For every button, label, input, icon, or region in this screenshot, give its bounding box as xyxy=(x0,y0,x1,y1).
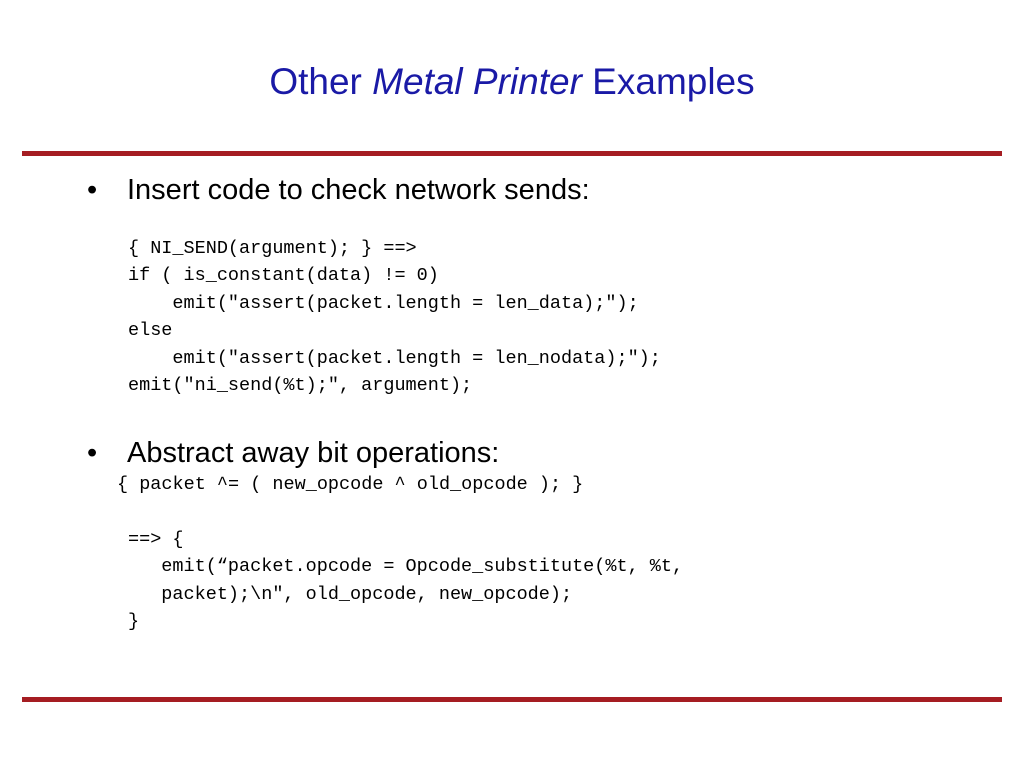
bottom-divider xyxy=(22,697,1002,702)
code-line: { NI_SEND(argument); } ==> xyxy=(128,237,417,259)
code-block-2b: ==> { emit(“packet.opcode = Opcode_subst… xyxy=(128,498,683,636)
title-suffix: Examples xyxy=(581,61,755,102)
code-line: emit("assert(packet.length = len_data);"… xyxy=(128,292,639,314)
code-line: } xyxy=(128,611,140,632)
slide-title: Other Metal Printer Examples xyxy=(0,58,1024,106)
code-line: packet);\n", old_opcode, new_opcode); xyxy=(128,583,573,605)
bullet-1-text: Insert code to check network sends: xyxy=(127,174,590,206)
code-line: emit("ni_send(%t);", argument); xyxy=(128,375,473,396)
bullet-2-marker: • xyxy=(87,437,98,469)
bullet-1-marker: • xyxy=(87,174,98,206)
code-line: else xyxy=(128,320,173,341)
bullet-2-text: Abstract away bit operations: xyxy=(127,437,500,469)
title-prefix: Other xyxy=(269,61,373,102)
code-line: { packet ^= ( new_opcode ^ old_opcode );… xyxy=(117,474,584,495)
bullet-1: • Insert code to check network sends: xyxy=(87,172,590,208)
bullet-2: • Abstract away bit operations: xyxy=(87,435,499,471)
code-block-1: { NI_SEND(argument); } ==> if ( is_const… xyxy=(128,207,661,400)
code-line: if ( is_constant(data) != 0) xyxy=(128,265,439,286)
title-italic: Metal Printer xyxy=(372,61,582,102)
code-line: ==> { xyxy=(128,528,184,550)
code-line: emit("assert(packet.length = len_nodata)… xyxy=(128,347,661,369)
code-block-2a: { packet ^= ( new_opcode ^ old_opcode );… xyxy=(117,471,583,499)
top-divider xyxy=(22,151,1002,156)
code-line: emit(“packet.opcode = Opcode_substitute(… xyxy=(128,556,684,577)
